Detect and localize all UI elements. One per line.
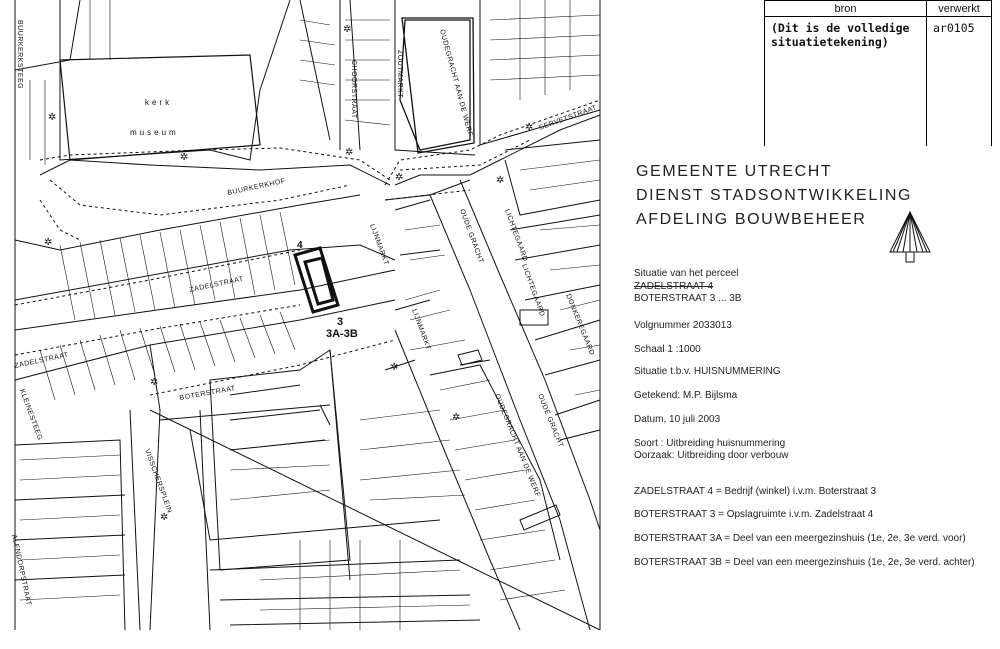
street-label-buurkerksteeg: BUURKERKSTEEG — [16, 20, 23, 89]
svg-text:✲: ✲ — [44, 237, 52, 248]
legend-line: BOTERSTRAAT 3B = Deel van een meergezins… — [634, 557, 975, 568]
situatie: Situatie t.b.v. HUISNUMMERING — [634, 366, 781, 377]
oorzaak: Oorzaak: Uitbreiding door verbouw — [634, 450, 789, 461]
street-label-buurkerkhof: BUURKERKHOF — [227, 178, 286, 197]
street-label-oudegracht-werf: OUDEGRACHT AAN DE WERF — [493, 393, 541, 498]
house-number-3: 3 — [337, 316, 343, 328]
map-block-outline — [129, 249, 601, 630]
source-header: bron — [764, 0, 927, 17]
street-label-lijnmarkt-a: LIJNMARKT — [368, 223, 389, 266]
street-label-zadelstraat-b: ZADELSTRAAT — [14, 352, 70, 370]
processed-header: verwerkt — [926, 0, 992, 17]
svg-text:✲: ✲ — [343, 24, 351, 35]
map-block-outline — [384, 114, 601, 630]
street-label-oudegracht-a: OUDE GRACHT — [458, 208, 484, 264]
volgnummer: Volgnummer 2033013 — [634, 320, 732, 331]
house-number-4: 4 — [297, 240, 303, 251]
parcel-lines — [39, 211, 296, 401]
street-label-kleinesteeg: KLEINESTEEG — [18, 388, 43, 441]
walking-path — [14, 249, 396, 396]
parcel-lines — [209, 349, 351, 571]
street-label-lichtegaard-a: LICHTEGAARD — [503, 208, 528, 262]
svg-text:✲: ✲ — [345, 147, 353, 158]
canal — [399, 17, 475, 154]
parcel-lines — [29, 0, 601, 165]
svg-text:✲: ✲ — [395, 172, 403, 183]
map-label-museum: museum — [130, 128, 179, 137]
street-label-choorstraat: CHOORSTRAAT — [350, 60, 357, 119]
house-number-3a-3b: 3A-3B — [326, 328, 358, 340]
svg-text:✲: ✲ — [150, 377, 158, 388]
svg-text:✲: ✲ — [48, 112, 56, 123]
street-label-lijnmarkt-b: LIJNMARKT — [410, 308, 431, 351]
getekend: Getekend: M.P. Bijlsma — [634, 390, 738, 401]
org-line-afdeling: AFDELING BOUWBEHEER — [636, 211, 867, 228]
street-label-servetstraat: SERVETSTRAAT — [538, 104, 598, 132]
street-label-alendorpstraat: ALENDORPSTRAAT — [10, 534, 32, 607]
tree-markers: ✲ ✲ ✲ ✲ ✲ ✲ ✲ ✲ ✲ ✲ ✲ ✲ — [44, 24, 533, 523]
org-line-gemeente: GEMEENTE UTRECHT — [636, 163, 833, 180]
legend-line: BOTERSTRAAT 3 = Opslagruimte i.v.m. Zade… — [634, 509, 874, 520]
walking-path — [39, 99, 601, 241]
schaal: Schaal 1 :1000 — [634, 344, 701, 355]
street-label-zadelstraat-a: ZADELSTRAAT — [189, 276, 245, 294]
organization-block: GEMEENTE UTRECHT DIENST STADSONTWIKKELIN… — [636, 160, 912, 232]
source-table: bron verwerkt (Dit is de volledige situa… — [764, 0, 992, 146]
map-label-kerk: kerk — [145, 98, 172, 107]
old-address: ZADELSTRAAT 4 — [634, 281, 714, 292]
map-block-outline — [14, 404, 481, 630]
svg-text:✲: ✲ — [180, 152, 188, 163]
processed-value: ar0105 — [926, 16, 992, 146]
street-label-lichtegaard-b: LICHTEGAARD — [520, 263, 545, 317]
legend-line: ZADELSTRAAT 4 = Bedrijf (winkel) i.v.m. … — [634, 486, 877, 497]
map-block-outline — [504, 139, 601, 441]
soort: Soort : Uitbreiding huisnummering — [634, 438, 786, 449]
street-label-zoutmarkt: ZOUTMARKT — [396, 50, 403, 98]
church-block — [59, 54, 261, 161]
datum: Datum, 10 juli 2003 — [634, 414, 721, 425]
parcel-lines — [404, 159, 601, 601]
svg-text:✲: ✲ — [525, 122, 533, 133]
map-block-outline — [14, 0, 601, 630]
svg-text:✲: ✲ — [390, 362, 398, 373]
street-label-oudegracht-top: OUDEGRACHT AAN DE WERF — [438, 29, 473, 138]
north-arrow-icon — [889, 210, 931, 263]
svg-text:✲: ✲ — [452, 412, 460, 423]
legend-line: BOTERSTRAAT 3A = Deel van een meergezins… — [634, 533, 966, 544]
situation-title: Situatie van het perceel — [634, 268, 739, 279]
svg-text:✲: ✲ — [160, 512, 168, 523]
highlighted-parcel — [293, 246, 340, 314]
new-address: BOTERSTRAAT 3 ... 3B — [634, 293, 742, 304]
cadastral-map: ✲ ✲ ✲ ✲ ✲ ✲ ✲ ✲ ✲ ✲ ✲ ✲ BUURKERKSTEEG CHOORSTRAA… — [10, 0, 601, 630]
parcel-lines — [19, 409, 471, 630]
svg-text:✲: ✲ — [496, 175, 504, 186]
org-line-dienst: DIENST STADSONTWIKKELING — [636, 187, 913, 204]
canal — [457, 309, 561, 531]
source-value: (Dit is de volledige situatietekening) — [764, 16, 927, 146]
map-block-outline — [14, 159, 396, 381]
